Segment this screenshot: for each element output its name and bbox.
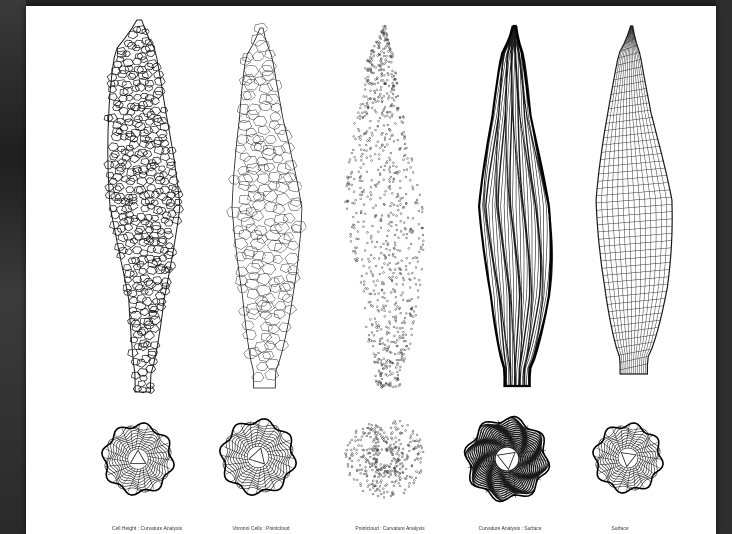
panel-surface [593, 26, 672, 493]
caption-voronoi-cells: Voronoi Cells : Pointcloud [206, 524, 316, 534]
form-cell-height [104, 20, 184, 394]
caption-cell-height: Cell Height : Curvature Analysis [82, 524, 212, 534]
form-voronoi-cells [227, 23, 307, 388]
panel-curvature [465, 26, 553, 502]
panel-voronoi-cells [220, 23, 307, 495]
plan-voronoi-cells [220, 419, 296, 495]
panel-pointcloud [345, 25, 425, 498]
plan-surface [593, 423, 663, 493]
plan-pointcloud [345, 420, 424, 498]
plan-curvature [465, 417, 550, 502]
caption-curvature: Curvature Analysis : Surface [450, 524, 570, 534]
panel-cell-height [102, 20, 184, 495]
form-curvature [479, 26, 552, 386]
plan-cell-height [102, 423, 174, 495]
caption-surface: Surface [580, 524, 660, 534]
form-pointcloud [345, 25, 425, 388]
form-surface [596, 26, 672, 374]
caption-pointcloud: Pointcloud : Curvature Analysis [330, 524, 450, 534]
